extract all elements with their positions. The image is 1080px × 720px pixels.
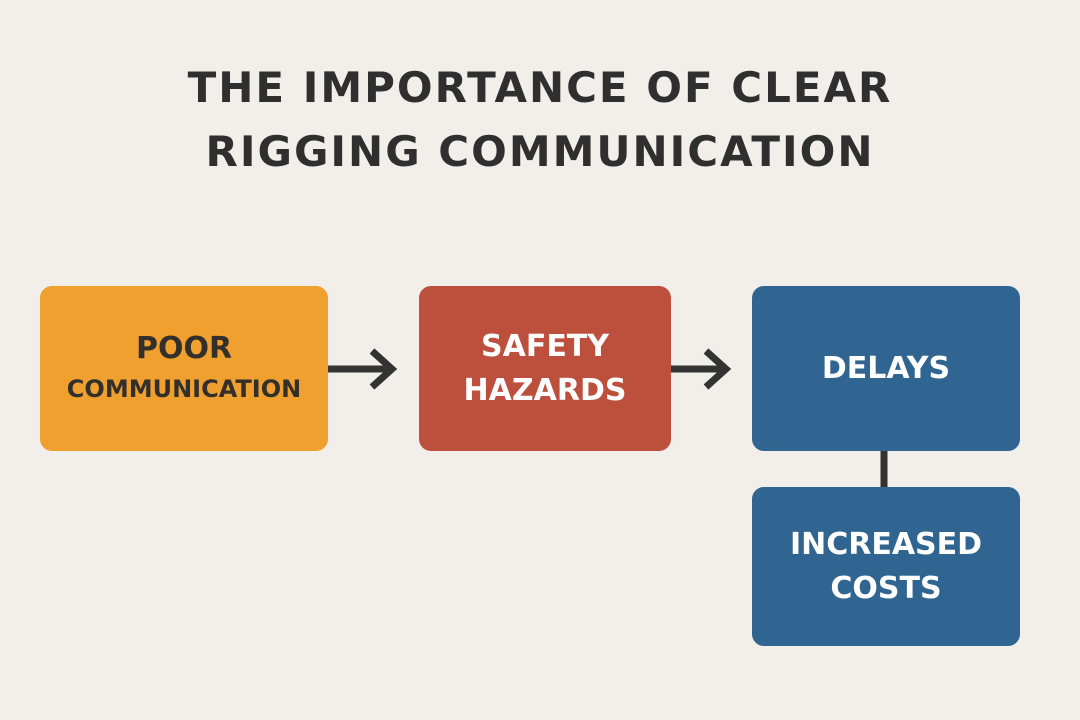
node-safety-hazards-label-line-2: HAZARDS: [463, 372, 627, 408]
arrow-poor-to-safety-head: [369, 348, 398, 390]
node-delays: DELAYS: [752, 286, 1020, 451]
diagram-title-line-1: THE IMPORTANCE OF CLEAR: [187, 63, 893, 112]
node-poor-communication: POOR COMMUNICATION: [40, 286, 328, 451]
node-safety-hazards: SAFETY HAZARDS: [419, 286, 671, 451]
arrow-safety-to-delays-head: [703, 348, 732, 390]
node-poor-communication-label-line-2: COMMUNICATION: [66, 374, 302, 403]
node-increased-costs: INCREASED COSTS: [752, 487, 1020, 646]
node-safety-hazards-label-line-1: SAFETY: [481, 328, 609, 364]
node-increased-costs-label-line-2: COSTS: [830, 570, 942, 606]
node-poor-communication-label-line-1: POOR: [135, 330, 233, 366]
diagram-title: THE IMPORTANCE OF CLEAR RIGGING COMMUNIC…: [0, 56, 1080, 184]
node-delays-label: DELAYS: [821, 350, 951, 386]
node-increased-costs-label-line-1: INCREASED: [789, 526, 983, 562]
diagram-title-line-2: RIGGING COMMUNICATION: [205, 127, 875, 176]
